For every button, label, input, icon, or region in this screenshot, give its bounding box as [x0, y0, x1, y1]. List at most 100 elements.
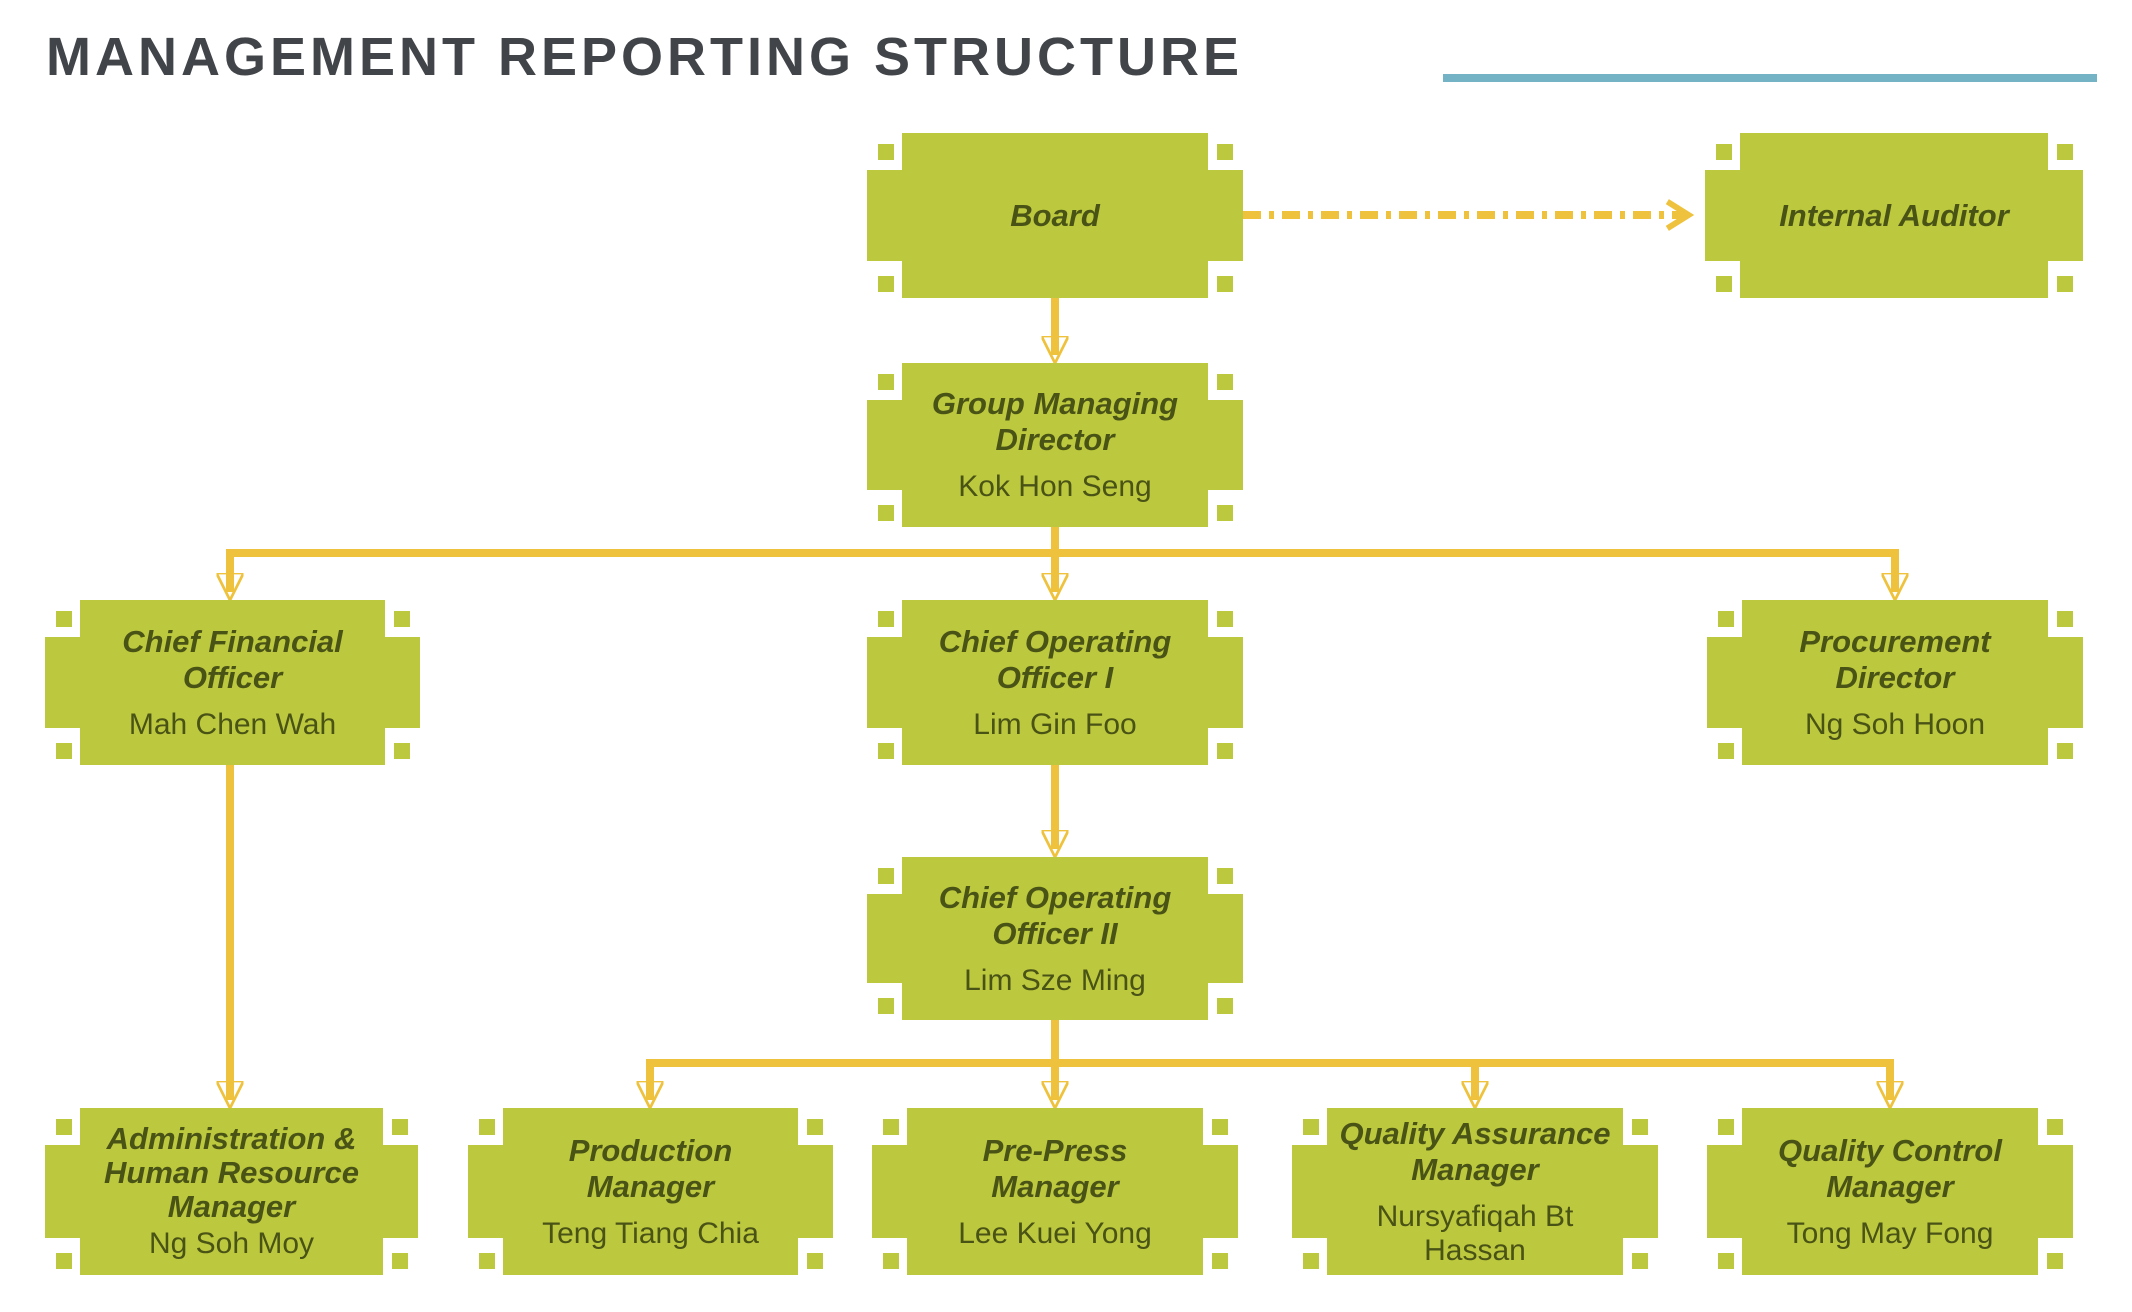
node-person-name: Kok Hon Seng — [958, 470, 1152, 503]
corner-pixel-icon — [878, 276, 894, 292]
node-person-name: Nursyafiqah Bt Hassan — [1376, 1199, 1574, 1267]
corner-pixel-icon — [1217, 998, 1233, 1014]
corner-pixel-icon — [1217, 505, 1233, 521]
corner-pixel-icon — [1303, 1253, 1319, 1269]
corner-pixel-icon — [883, 1253, 899, 1269]
corner-pixel-icon — [2057, 611, 2073, 627]
corner-pixel-icon — [1217, 144, 1233, 160]
page-title: MANAGEMENT REPORTING STRUCTURE — [46, 27, 1243, 87]
corner-pixel-icon — [1718, 1119, 1734, 1135]
node-background — [867, 363, 1243, 527]
node-background — [468, 1108, 833, 1275]
node-background — [1705, 133, 2083, 298]
corner-pixel-icon — [1217, 868, 1233, 884]
node-role-title: Internal Auditor — [1779, 197, 2009, 233]
corner-pixel-icon — [883, 1119, 899, 1135]
corner-pixel-icon — [2057, 276, 2073, 292]
corner-pixel-icon — [56, 1119, 72, 1135]
corner-pixel-icon — [2057, 144, 2073, 160]
title-accent-line — [1443, 74, 2097, 82]
node-role-title: Chief Operating Officer II — [938, 879, 1172, 951]
corner-pixel-icon — [2057, 743, 2073, 759]
node-background — [1292, 1108, 1658, 1275]
corner-pixel-icon — [1718, 611, 1734, 627]
node-background — [1707, 1108, 2073, 1275]
node-background — [45, 600, 420, 765]
node-person-name: Teng Tiang Chia — [542, 1216, 759, 1250]
corner-pixel-icon — [1217, 611, 1233, 627]
org-node-coo2: Chief Operating Officer II Lim Sze Ming — [867, 857, 1243, 1020]
node-content: Board — [867, 133, 1243, 298]
node-background — [867, 857, 1243, 1020]
corner-pixel-icon — [1716, 144, 1732, 160]
node-content: Internal Auditor — [1705, 133, 2083, 298]
corner-pixel-icon — [479, 1253, 495, 1269]
corner-pixel-icon — [56, 743, 72, 759]
node-role-title: Quality Control Manager — [1778, 1132, 2002, 1204]
corner-pixel-icon — [1632, 1253, 1648, 1269]
corner-pixel-icon — [807, 1253, 823, 1269]
node-content: Chief Operating Officer I Lim Gin Foo — [867, 600, 1243, 765]
corner-pixel-icon — [878, 611, 894, 627]
node-role-title: Administration & Human Resource Manager — [104, 1121, 359, 1224]
corner-pixel-icon — [1303, 1119, 1319, 1135]
node-person-name: Ng Soh Moy — [148, 1227, 315, 1260]
corner-pixel-icon — [1718, 1253, 1734, 1269]
corner-pixel-icon — [2047, 1253, 2063, 1269]
corner-pixel-icon — [1217, 743, 1233, 759]
org-node-board: Board — [867, 133, 1243, 298]
corner-pixel-icon — [807, 1119, 823, 1135]
node-person-name: Lim Gin Foo — [973, 707, 1137, 741]
node-role-title: Procurement Director — [1799, 623, 1991, 695]
node-background — [867, 600, 1243, 765]
corner-pixel-icon — [1217, 374, 1233, 390]
org-node-procurement: Procurement Director Ng Soh Hoon — [1707, 600, 2083, 765]
node-person-name: Lim Sze Ming — [964, 963, 1146, 997]
node-role-title: Board — [1010, 197, 1100, 233]
corner-pixel-icon — [394, 743, 410, 759]
node-role-title: Pre-Press Manager — [982, 1132, 1128, 1204]
corner-pixel-icon — [1716, 276, 1732, 292]
node-role-title: Chief Financial Officer — [122, 623, 343, 695]
node-person-name: Lee Kuei Yong — [958, 1216, 1152, 1250]
node-role-title: Quality Assurance Manager — [1339, 1115, 1611, 1187]
corner-pixel-icon — [392, 1119, 408, 1135]
edge-gmd-split-cfo-procurement — [230, 549, 1895, 592]
corner-pixel-icon — [56, 1253, 72, 1269]
node-background — [45, 1108, 418, 1275]
corner-pixel-icon — [2047, 1119, 2063, 1135]
node-person-name: Mah Chen Wah — [128, 707, 337, 741]
corner-pixel-icon — [878, 374, 894, 390]
corner-pixel-icon — [392, 1253, 408, 1269]
corner-pixel-icon — [878, 998, 894, 1014]
corner-pixel-icon — [1718, 743, 1734, 759]
node-role-title: Chief Operating Officer I — [938, 623, 1172, 695]
node-person-name: Ng Soh Hoon — [1804, 707, 1986, 741]
node-role-title: Production Manager — [568, 1132, 733, 1204]
corner-pixel-icon — [878, 868, 894, 884]
node-background — [872, 1108, 1238, 1275]
corner-pixel-icon — [1212, 1119, 1228, 1135]
node-role-title: Group Managing Director — [931, 386, 1179, 457]
node-background — [867, 133, 1243, 298]
corner-pixel-icon — [394, 611, 410, 627]
node-content: Chief Operating Officer II Lim Sze Ming — [867, 857, 1243, 1020]
corner-pixel-icon — [878, 743, 894, 759]
node-background — [1707, 600, 2083, 765]
corner-pixel-icon — [878, 505, 894, 521]
org-node-internal-auditor: Internal Auditor — [1705, 133, 2083, 298]
corner-pixel-icon — [479, 1119, 495, 1135]
